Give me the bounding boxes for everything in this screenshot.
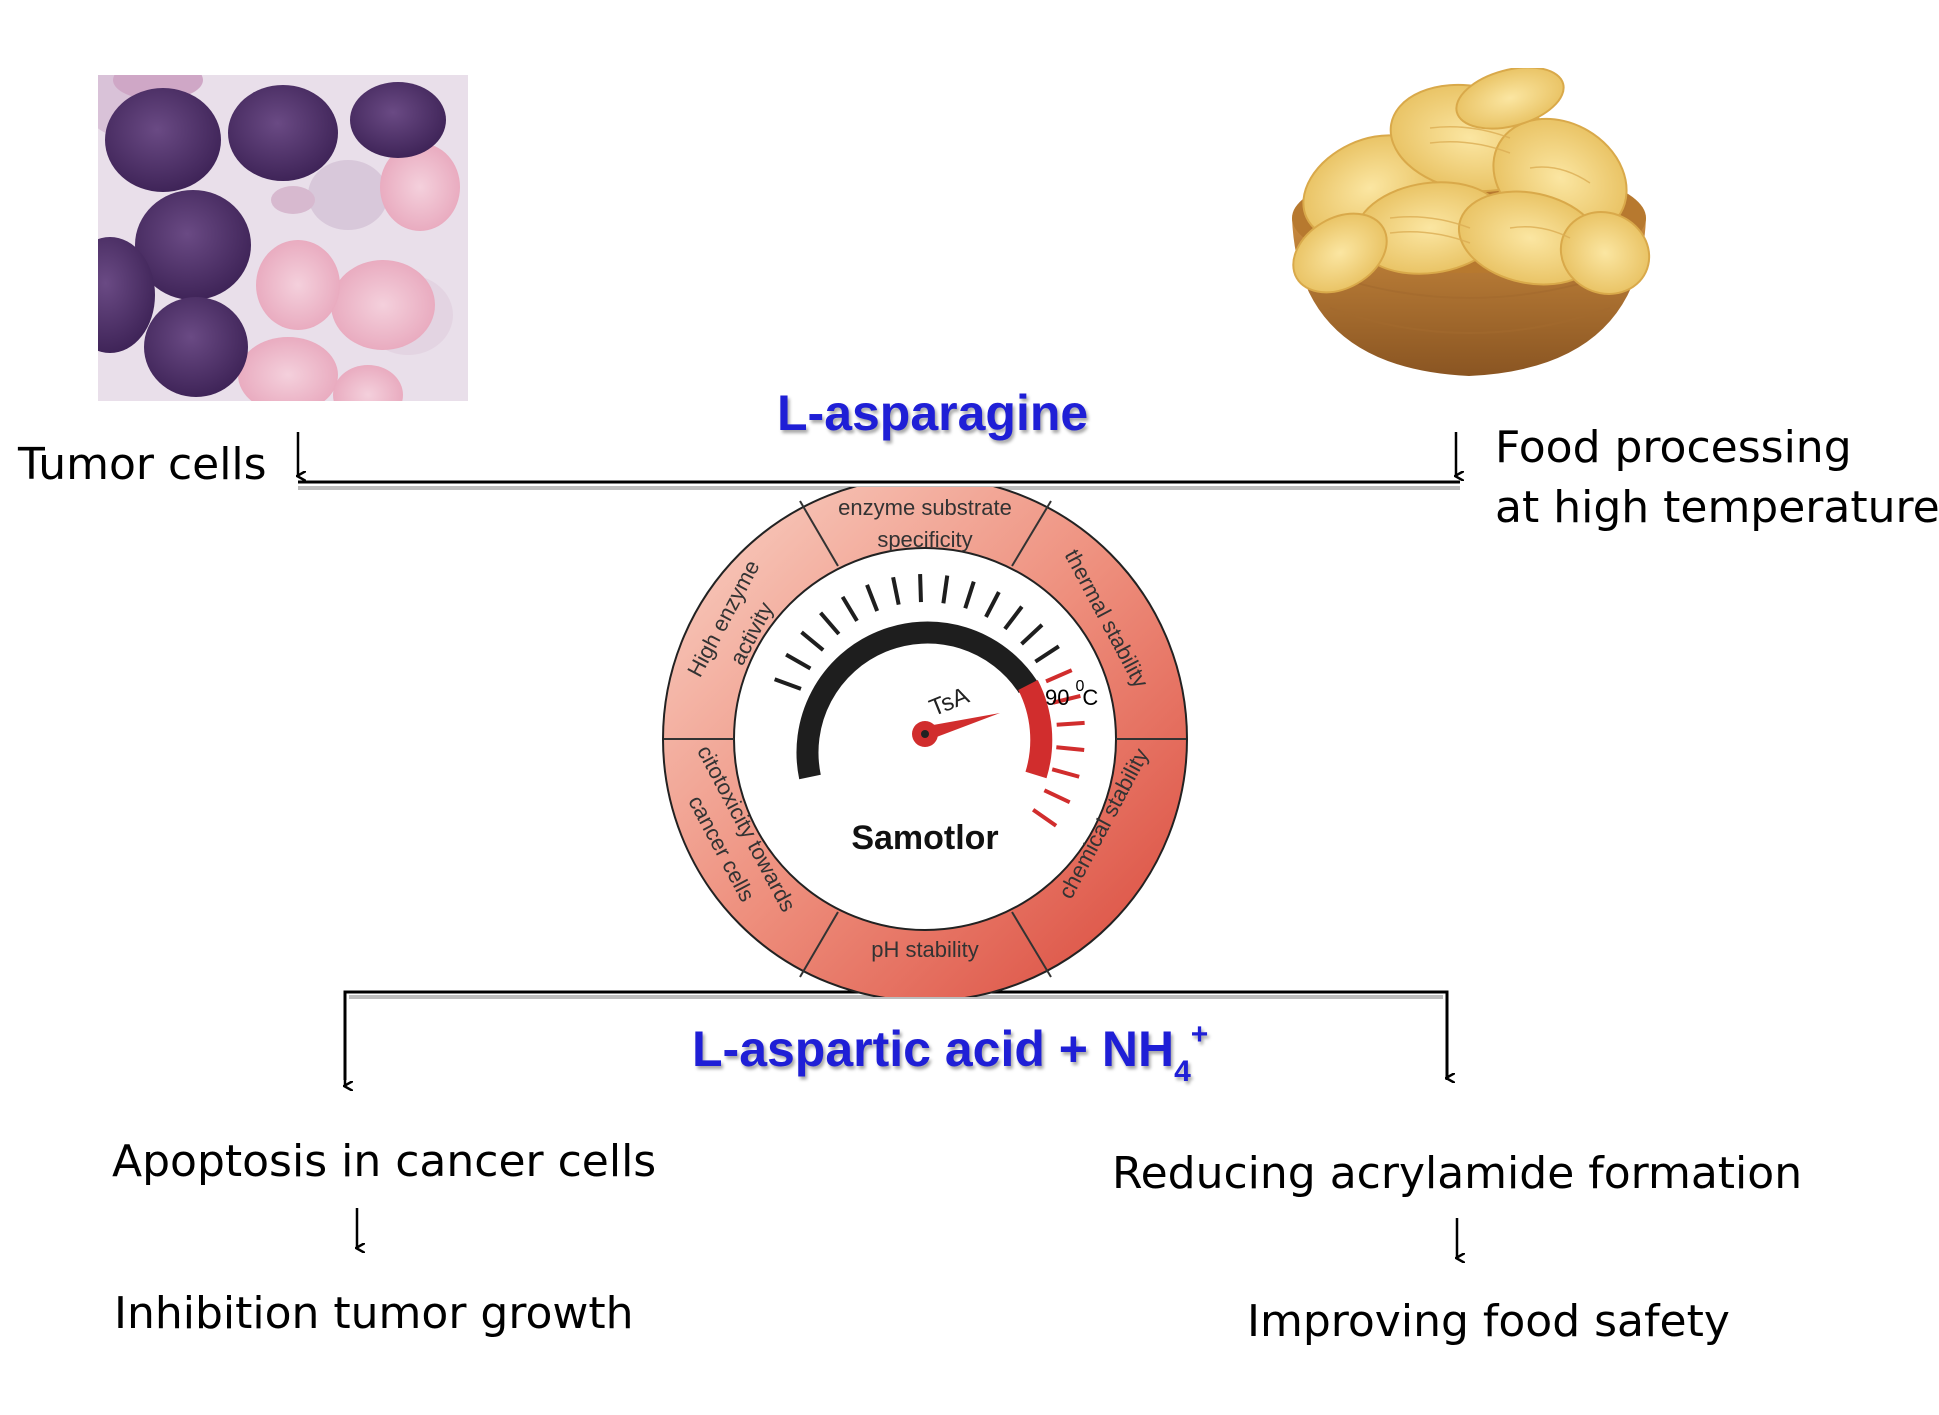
gauge-tick [1045, 668, 1073, 684]
gauge-tick [1056, 745, 1085, 753]
apoptosis-label: Apoptosis in cancer cells [112, 1136, 657, 1187]
gauge-ticks [773, 574, 1085, 828]
gauge-needle [922, 713, 1000, 741]
inhibition-label: Inhibition tumor growth [114, 1288, 634, 1339]
food-processing-label-2: at high temperature [1495, 482, 1939, 533]
gauge-tick [773, 677, 802, 691]
reducing-label: Reducing acrylamide formation [1112, 1148, 1803, 1199]
gauge-tick [840, 595, 859, 622]
gauge-tick [800, 630, 825, 652]
gauge-tick [785, 652, 812, 671]
gauge-tick [984, 591, 1001, 618]
gauge-tick [941, 575, 950, 604]
segment-label-ph: pH stability [871, 937, 979, 962]
food-processing-label-1: Food processing [1495, 422, 1852, 473]
gauge-tick [918, 574, 923, 603]
tumor-cells-label: Tumor cells [18, 439, 267, 490]
segment-label-specificity-2: specificity [877, 527, 972, 552]
gauge-tick [819, 611, 841, 636]
gauge-tick [891, 576, 901, 606]
gauge-arc-red [1018, 679, 1053, 779]
product-title: L-aspartic acid + NH4+ [692, 1018, 1209, 1088]
gauge-tick [1043, 788, 1071, 805]
substrate-title: L-asparagine [777, 385, 1089, 441]
gauge-tick [1031, 808, 1058, 828]
gauge-tick [1052, 694, 1081, 705]
gauge-tick [963, 581, 976, 609]
samotlor-gauge: enzyme substrate specificity thermal sta… [662, 487, 1188, 997]
gauge-tick [1051, 767, 1080, 779]
gauge-tick [865, 584, 880, 612]
gauge-tick [1034, 644, 1060, 664]
gauge-tick [1020, 623, 1044, 646]
tumor-cells-image [98, 75, 468, 401]
gauge-center-label: Samotlor [851, 819, 998, 857]
gauge-arc-black [796, 621, 1038, 780]
chips-bowl-image [1280, 68, 1658, 386]
gauge-tick [1056, 720, 1085, 727]
gauge-tick [1003, 605, 1024, 631]
segment-label-specificity-1: enzyme substrate [838, 495, 1012, 520]
improving-label: Improving food safety [1247, 1296, 1730, 1347]
